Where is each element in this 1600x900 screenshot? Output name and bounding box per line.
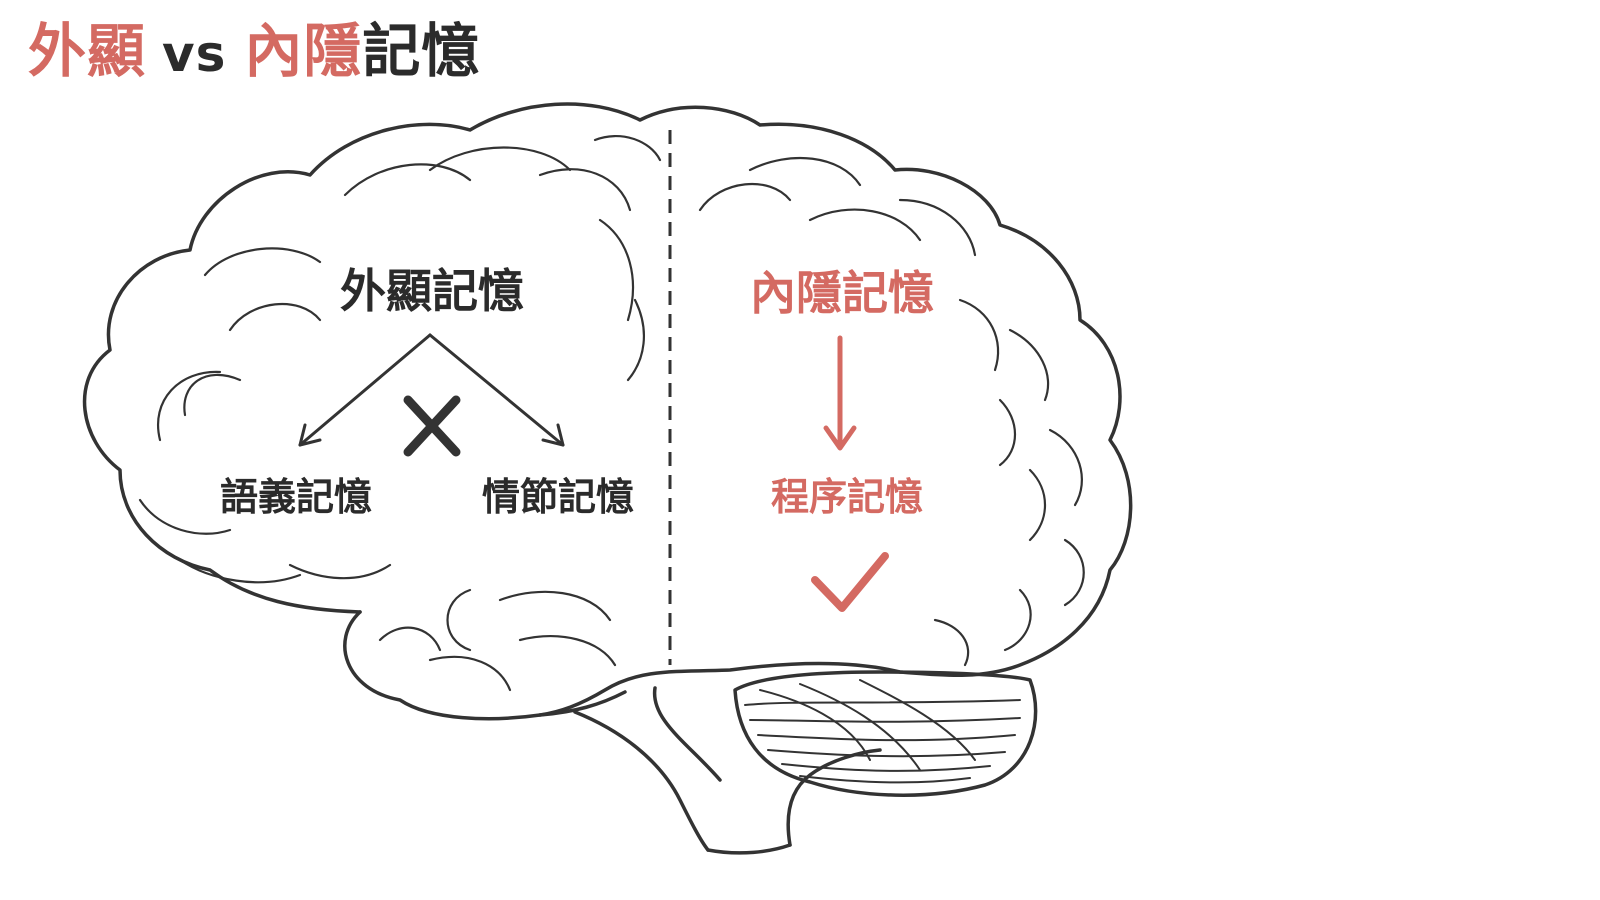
check-icon <box>811 552 889 612</box>
title-vs: vs <box>162 25 227 83</box>
cross-icon <box>403 395 461 457</box>
arrow-down-icon <box>823 335 857 451</box>
title-explicit: 外顯 <box>28 17 147 85</box>
title-implicit: 內隱 <box>244 17 363 85</box>
branch-arrows <box>298 333 565 447</box>
explicit-memory-heading: 外顯記憶 <box>340 264 524 318</box>
implicit-memory-heading: 內隱記憶 <box>750 266 934 320</box>
semantic-memory-label: 語義記憶 <box>219 475 373 519</box>
title-memory: 記憶 <box>362 17 481 85</box>
brain-outline-icon <box>82 102 1133 855</box>
procedural-memory-label: 程序記憶 <box>770 475 924 519</box>
episodic-memory-label: 情節記憶 <box>481 475 635 519</box>
